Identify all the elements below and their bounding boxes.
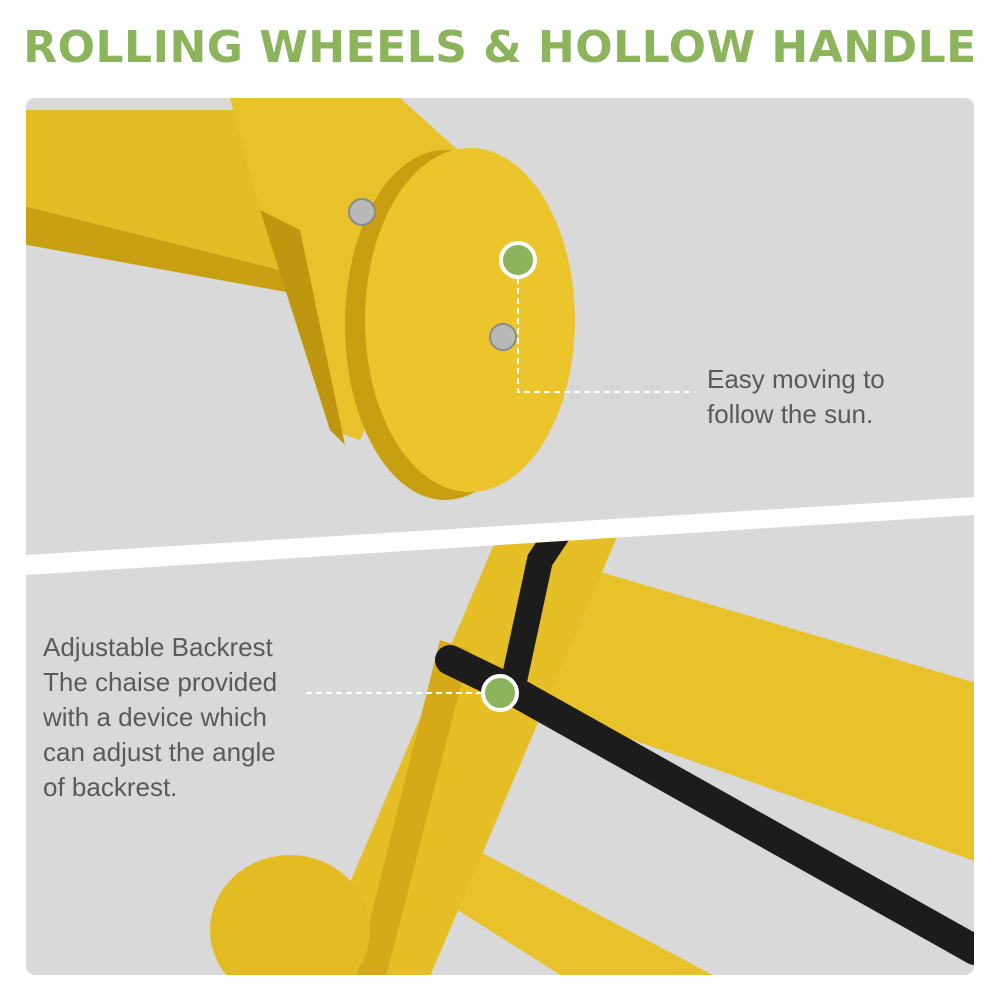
callout-text: Adjustable Backrest — [43, 632, 273, 662]
callout-text: of backrest. — [43, 772, 178, 802]
bolt-icon — [348, 198, 376, 226]
callout-text: Easy moving to — [707, 364, 885, 394]
callout-text: with a device which — [43, 702, 267, 732]
wheel — [365, 148, 575, 492]
bolt-icon — [489, 323, 517, 351]
callout-marker-top — [499, 241, 695, 393]
callout-marker-bottom — [305, 674, 519, 712]
page-title: ROLLING WHEELS & HOLLOW HANDLE — [23, 22, 977, 73]
callout-text: can adjust the angle — [43, 737, 276, 767]
backrest-panel — [26, 515, 974, 975]
wheel-panel — [26, 98, 974, 555]
callout-wheels: Easy moving to follow the sun. — [707, 362, 885, 432]
frame-rail — [26, 110, 320, 280]
wheel — [210, 855, 370, 975]
backrest-slat — [520, 560, 974, 870]
backrest-slat — [410, 820, 760, 975]
callout-text: The chaise provided — [43, 667, 278, 697]
callout-backrest: Adjustable Backrest The chaise provided … — [43, 630, 277, 805]
callout-text: follow the sun. — [707, 399, 874, 429]
